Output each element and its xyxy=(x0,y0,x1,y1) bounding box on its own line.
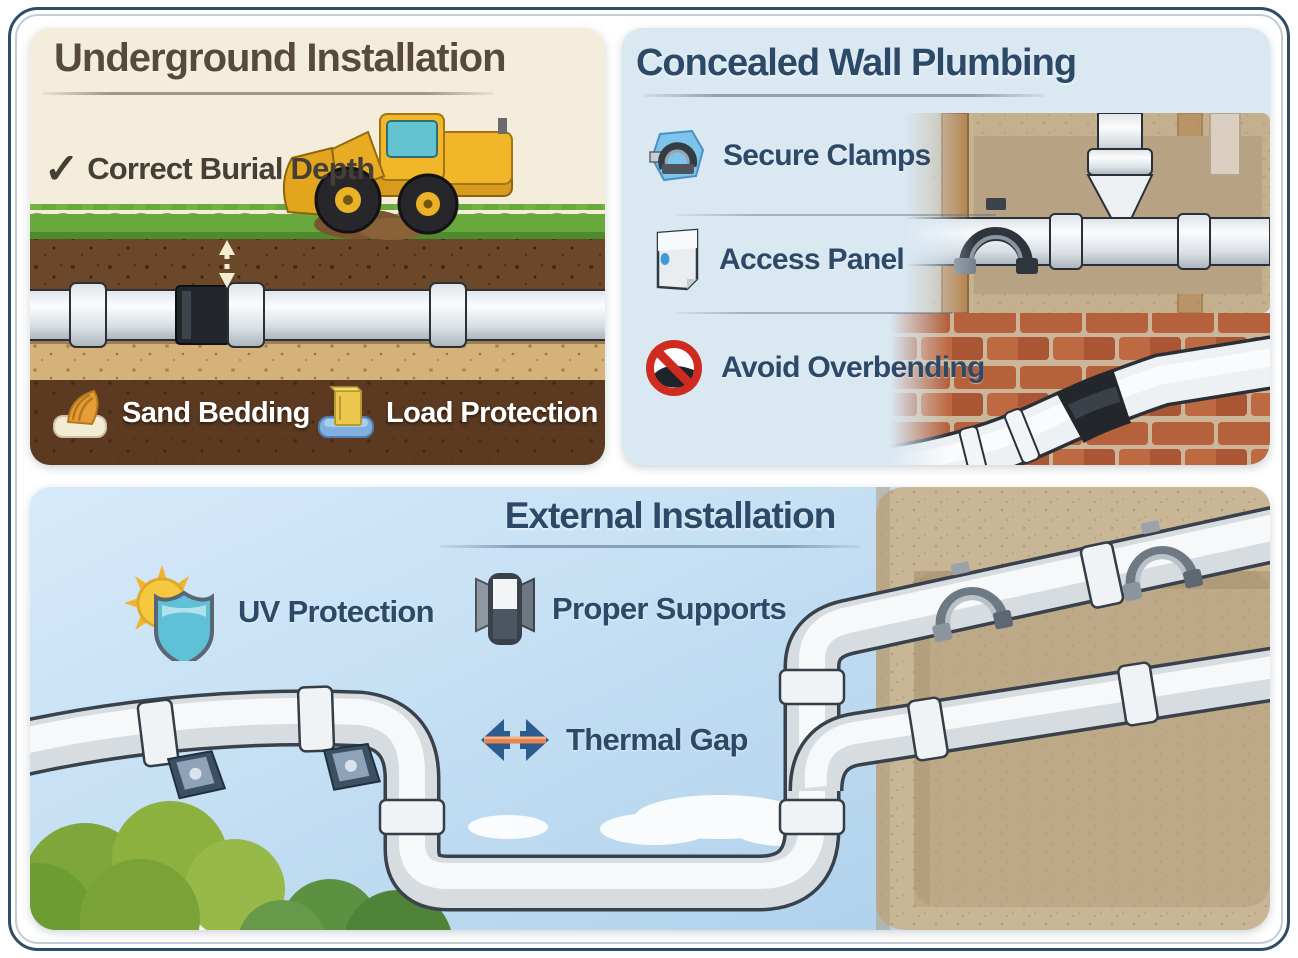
thermal-gap-label: Thermal Gap xyxy=(566,722,748,757)
outer-frame xyxy=(8,7,1290,951)
thermal-gap-icon xyxy=(481,719,549,761)
sand-bedding-label: Sand Bedding xyxy=(122,396,310,429)
external-illustration xyxy=(30,487,1270,930)
wall-cutaway-image xyxy=(905,113,1270,313)
correct-burial-depth-item: ✓ Correct Burial Depth xyxy=(44,145,375,192)
secure-clamps-label: Secure Clamps xyxy=(723,139,931,172)
pipe-couplings xyxy=(136,541,1159,836)
panel-title-concealed: Concealed Wall Plumbing xyxy=(635,42,1077,84)
title-underline xyxy=(440,545,860,548)
divider xyxy=(676,312,952,314)
uv-protection-item: UV Protection xyxy=(122,563,435,661)
brick-overbend-image xyxy=(890,313,1270,465)
access-panel-item: Access Panel xyxy=(652,228,905,292)
proper-supports-item: Proper Supports xyxy=(474,569,787,649)
burial-depth-arrow-icon xyxy=(219,240,235,288)
title-underline xyxy=(42,92,494,95)
pipe-clamp-icon xyxy=(649,129,705,182)
avoid-overbending-item: Avoid Overbending xyxy=(644,338,985,398)
access-panel-label: Access Panel xyxy=(719,243,905,276)
underground-illustration xyxy=(30,113,605,465)
correct-burial-depth-label: Correct Burial Depth xyxy=(87,151,375,186)
wall-pipe-clamp xyxy=(932,561,1014,643)
excavator-illustration xyxy=(282,113,513,235)
proper-supports-label: Proper Supports xyxy=(552,591,787,626)
panel-external-installation: External Installation UV P xyxy=(30,487,1270,930)
uv-protection-label: UV Protection xyxy=(238,594,435,629)
sun-shield-icon xyxy=(124,565,214,661)
avoid-overbending-label: Avoid Overbending xyxy=(721,351,985,384)
load-protection-icon xyxy=(318,386,374,438)
secure-clamps-item: Secure Clamps xyxy=(648,128,931,184)
access-panel-icon xyxy=(656,228,699,291)
concealed-wall-illustration xyxy=(890,113,1270,465)
panel-underground-installation: Underground Installation ✓ Correct Buria… xyxy=(30,28,605,465)
exterior-wall xyxy=(876,487,1270,930)
load-protection-label: Load Protection xyxy=(386,396,598,429)
sand-bedding-item: Sand Bedding xyxy=(50,384,310,442)
title-underline xyxy=(644,94,1044,97)
pipe-support-icon xyxy=(475,573,535,645)
pipe-bracket xyxy=(322,742,382,791)
panel-title-underground: Underground Installation xyxy=(54,36,507,80)
checkmark-icon: ✓ xyxy=(44,145,80,192)
load-protection-item: Load Protection xyxy=(316,384,598,442)
sand-bedding-icon xyxy=(53,389,107,438)
panel-concealed-wall-plumbing: Concealed Wall Plumbing Secure Clamps Ac… xyxy=(622,28,1270,465)
thermal-gap-item: Thermal Gap xyxy=(480,713,748,767)
pipe-bracket xyxy=(166,750,227,800)
no-overbending-icon xyxy=(646,340,702,396)
divider xyxy=(676,214,996,216)
wall-pipe-clamp xyxy=(1122,520,1204,602)
lower-wall-pipe xyxy=(788,646,1270,793)
panel-title-external: External Installation xyxy=(504,495,837,536)
